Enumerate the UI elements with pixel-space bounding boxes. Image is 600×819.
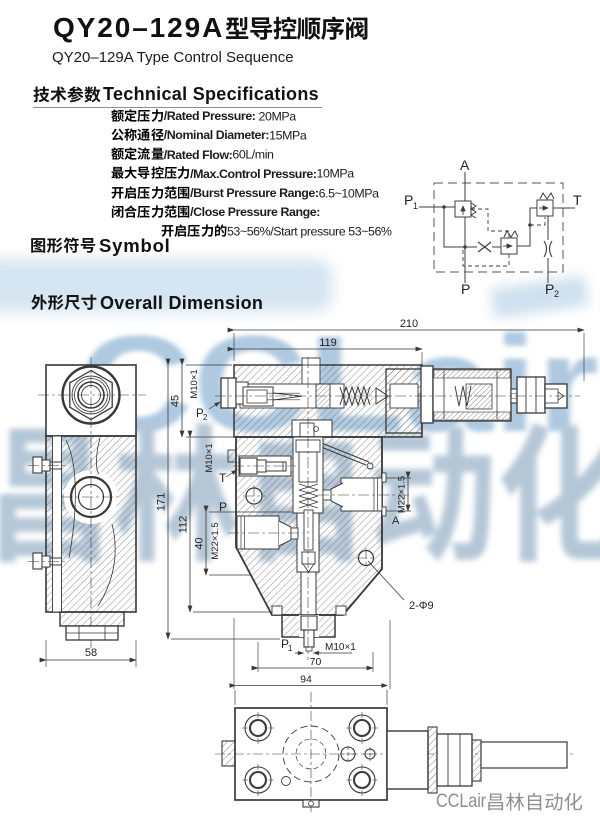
svg-text:P: P xyxy=(196,408,204,420)
svg-text:T: T xyxy=(573,192,582,208)
svg-text:P: P xyxy=(461,281,470,297)
svg-text:210: 210 xyxy=(400,318,418,330)
svg-text:94: 94 xyxy=(300,674,312,686)
svg-text:112: 112 xyxy=(178,516,190,534)
svg-text:P: P xyxy=(545,281,554,297)
svg-text:A: A xyxy=(460,157,470,173)
svg-text:40: 40 xyxy=(194,537,206,549)
svg-text:P: P xyxy=(404,192,413,208)
svg-text:45: 45 xyxy=(170,395,182,407)
svg-text:1: 1 xyxy=(413,201,418,211)
svg-text:1: 1 xyxy=(288,644,293,653)
svg-text:M10×1: M10×1 xyxy=(189,369,200,398)
svg-text:119: 119 xyxy=(319,337,337,349)
svg-text:M10×1: M10×1 xyxy=(204,443,215,472)
svg-text:70: 70 xyxy=(310,656,322,668)
svg-text:M22×1.5: M22×1.5 xyxy=(210,522,221,559)
svg-text:2-Φ9: 2-Φ9 xyxy=(409,600,434,612)
svg-text:P: P xyxy=(219,500,227,514)
svg-text:M22×1.5: M22×1.5 xyxy=(397,476,408,513)
svg-text:A: A xyxy=(392,515,400,527)
svg-text:M10×1: M10×1 xyxy=(325,642,356,653)
svg-text:P: P xyxy=(281,637,289,651)
svg-text:2: 2 xyxy=(554,289,559,299)
svg-text:2: 2 xyxy=(203,413,208,422)
svg-text:58: 58 xyxy=(85,647,97,659)
svg-text:171: 171 xyxy=(156,493,168,511)
svg-text:T: T xyxy=(219,471,227,485)
